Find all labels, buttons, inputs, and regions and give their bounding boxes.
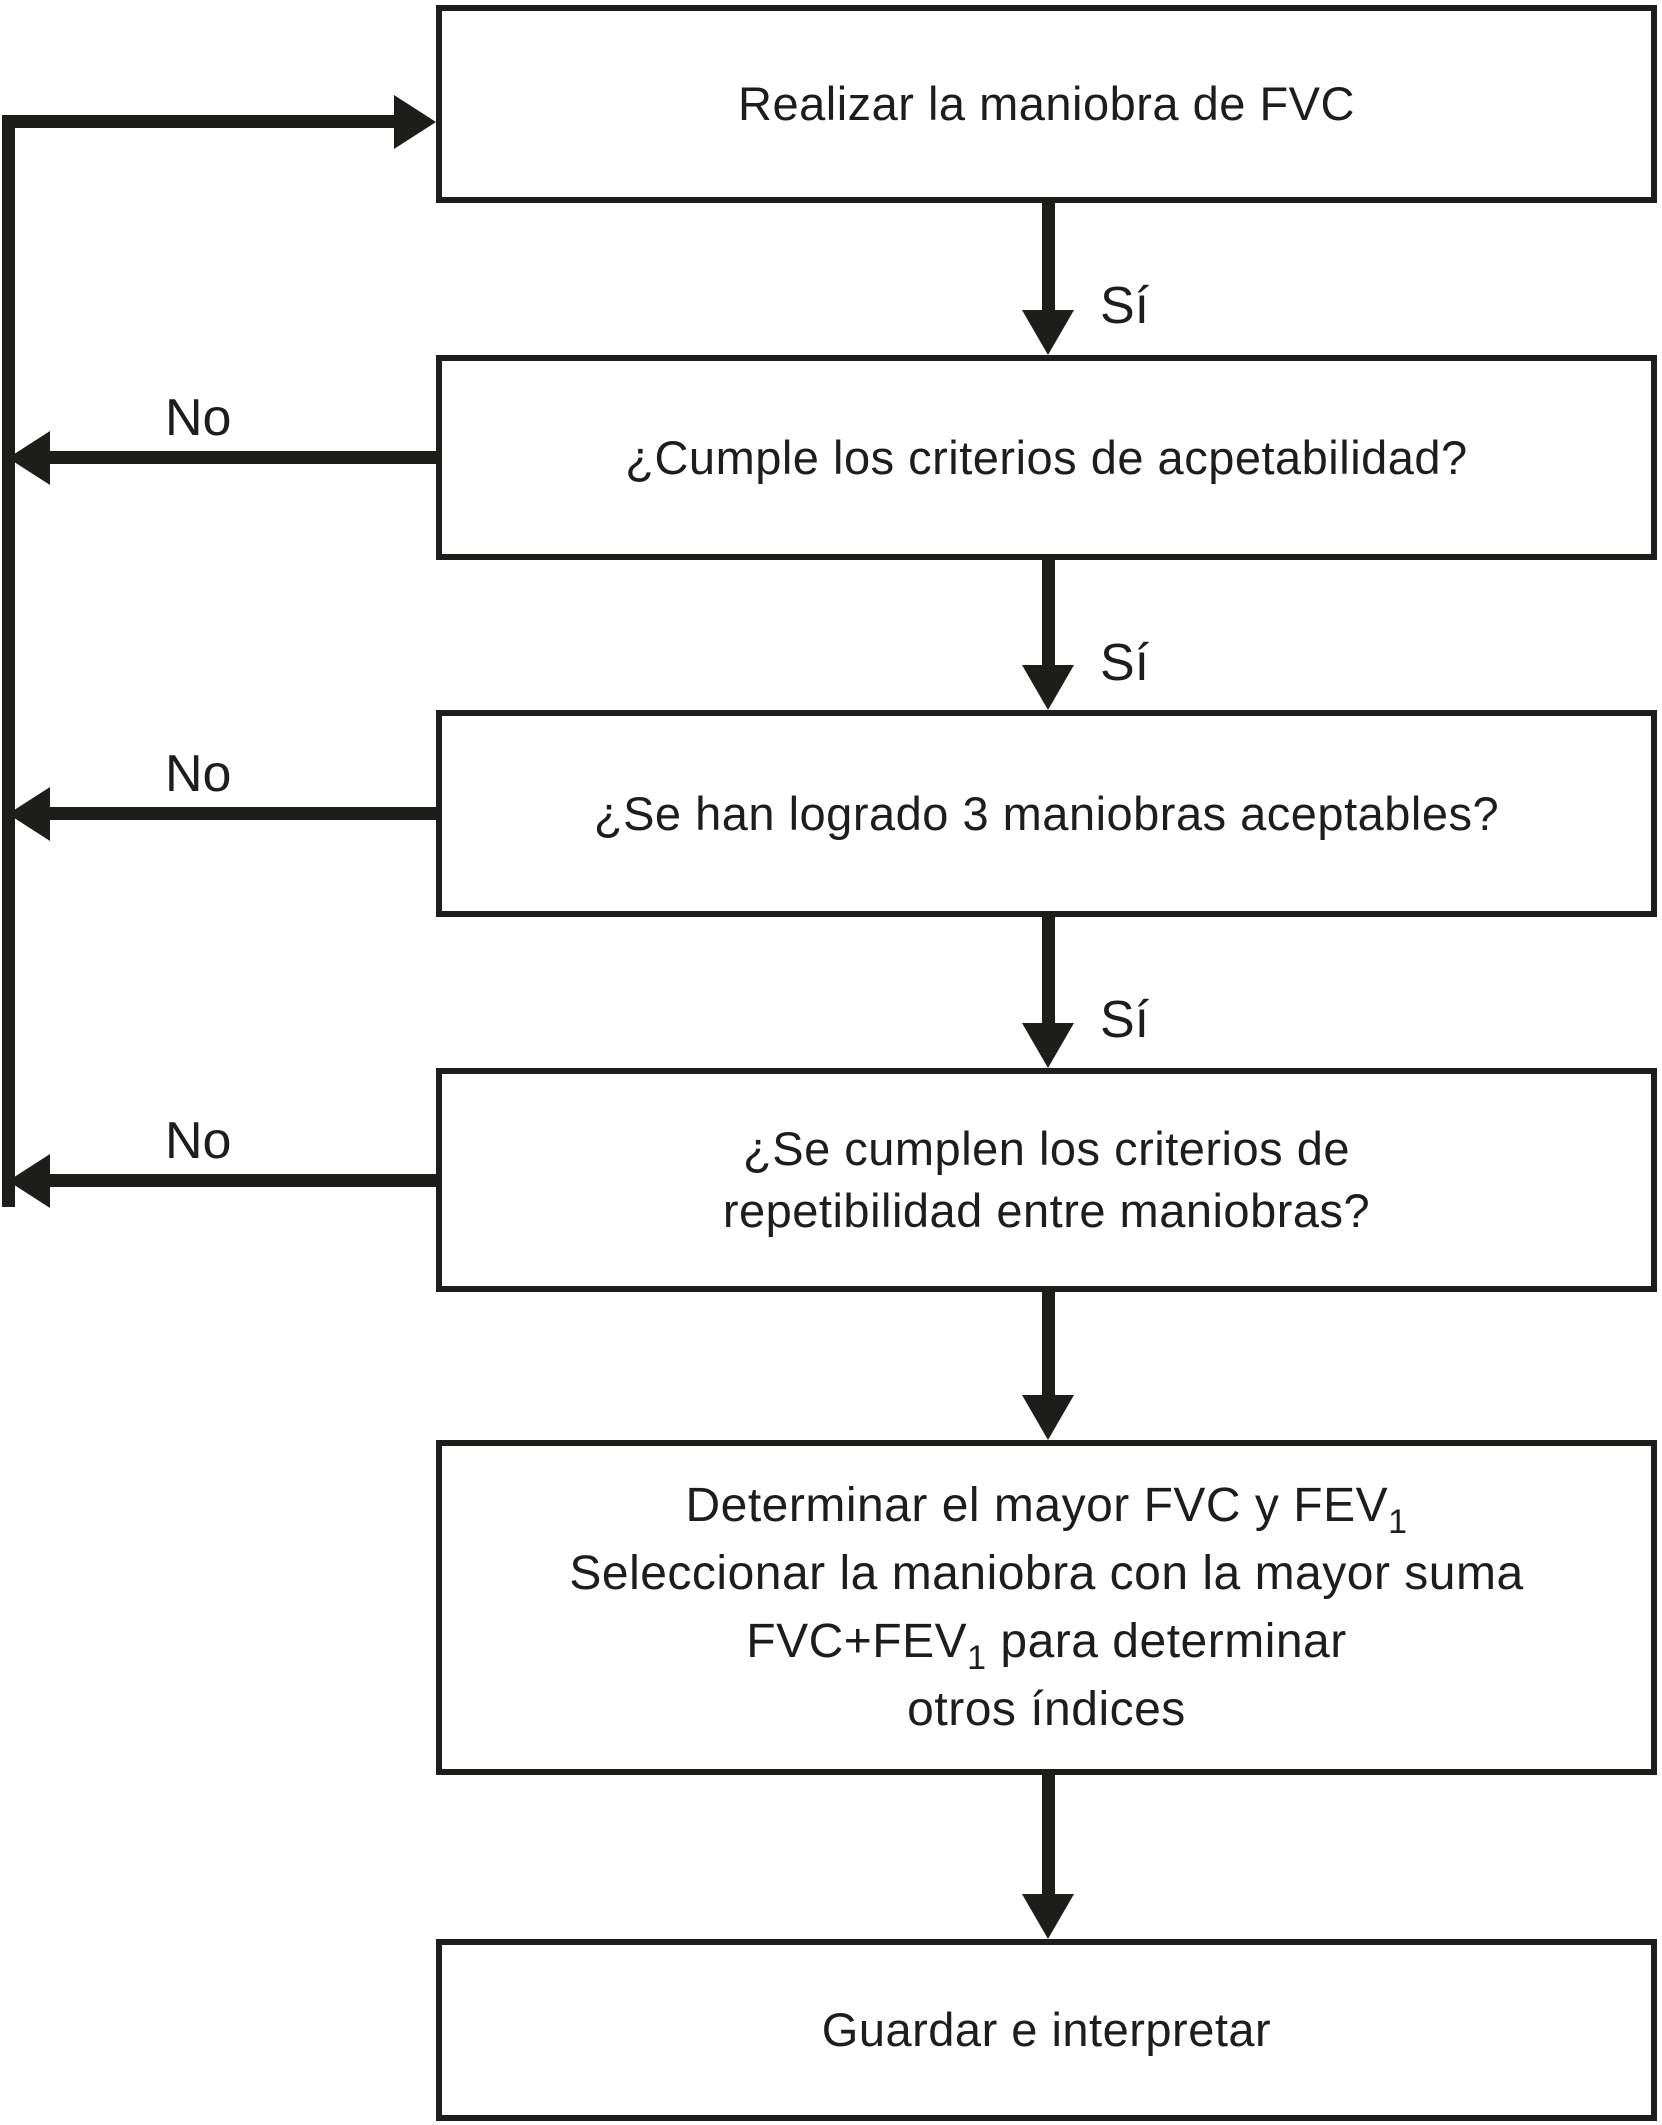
no-label-3: No <box>165 1112 232 1170</box>
box-realizar-maniobra-fvc: Realizar la maniobra de FVC <box>436 5 1657 203</box>
si-label-1: Sí <box>1100 277 1150 335</box>
no-label-2: No <box>165 745 232 803</box>
arrow-down-1-shaft <box>1042 203 1055 312</box>
box-criterios-repetibilidad: ¿Se cumplen los criterios de repetibilid… <box>436 1068 1657 1292</box>
arrowhead-right-into-start-icon <box>394 95 436 149</box>
box-determinar-line3: FVC+FEV1 para determinar <box>746 1614 1347 1677</box>
arrow-down-3-head-icon <box>1022 1023 1074 1068</box>
arrow-down-5-head-icon <box>1022 1894 1074 1939</box>
box-guardar-interpretar: Guardar e interpretar <box>436 1939 1657 2121</box>
feedback-loop-vertical-line <box>2 115 15 1207</box>
no-branch-2-shaft <box>48 807 436 820</box>
no-branch-2-arrowhead-left-icon <box>8 787 50 841</box>
arrow-down-4-head-icon <box>1022 1395 1074 1440</box>
box-tres-maniobras-aceptables: ¿Se han logrado 3 maniobras aceptables? <box>436 710 1657 917</box>
arrow-down-2-shaft <box>1042 560 1055 667</box>
si-label-2: Sí <box>1100 634 1150 692</box>
box-repetibilidad-line1: ¿Se cumplen los criterios de <box>743 1122 1350 1175</box>
no-branch-3-arrowhead-left-icon <box>8 1154 50 1208</box>
arrow-down-4-shaft <box>1042 1292 1055 1397</box>
box-aceptabilidad-text: ¿Cumple los criterios de acpetabilidad? <box>625 430 1468 484</box>
arrow-down-3-shaft <box>1042 917 1055 1025</box>
si-label-3: Sí <box>1100 991 1150 1049</box>
arrow-down-2-head-icon <box>1022 665 1074 710</box>
feedback-loop-top-line <box>2 115 394 128</box>
box-determinar-line4: otros índices <box>907 1682 1186 1736</box>
arrow-down-5-shaft <box>1042 1775 1055 1896</box>
no-branch-3-shaft <box>48 1174 436 1187</box>
arrow-down-1-head-icon <box>1022 310 1074 355</box>
fev1-subscript: 1 <box>967 1638 987 1677</box>
box-tres-maniobras-text: ¿Se han logrado 3 maniobras aceptables? <box>593 786 1500 840</box>
no-branch-1-arrowhead-left-icon <box>8 431 50 485</box>
box-repetibilidad-line2: repetibilidad entre maniobras? <box>722 1184 1371 1237</box>
box-guardar-text: Guardar e interpretar <box>821 2003 1272 2056</box>
box-determinar-line2: Seleccionar la maniobra con la mayor sum… <box>569 1546 1524 1600</box>
box-determinar-line1: Determinar el mayor FVC y FEV1 <box>685 1478 1408 1541</box>
box-determinar-mayor-fvc-fev1: Determinar el mayor FVC y FEV1 Seleccion… <box>436 1440 1657 1775</box>
no-branch-1-shaft <box>48 451 436 464</box>
box-realizar-text: Realizar la maniobra de FVC <box>738 77 1355 130</box>
no-label-1: No <box>165 389 232 447</box>
box-criterios-aceptabilidad: ¿Cumple los criterios de acpetabilidad? <box>436 355 1657 560</box>
fev1-subscript: 1 <box>1388 1502 1408 1541</box>
